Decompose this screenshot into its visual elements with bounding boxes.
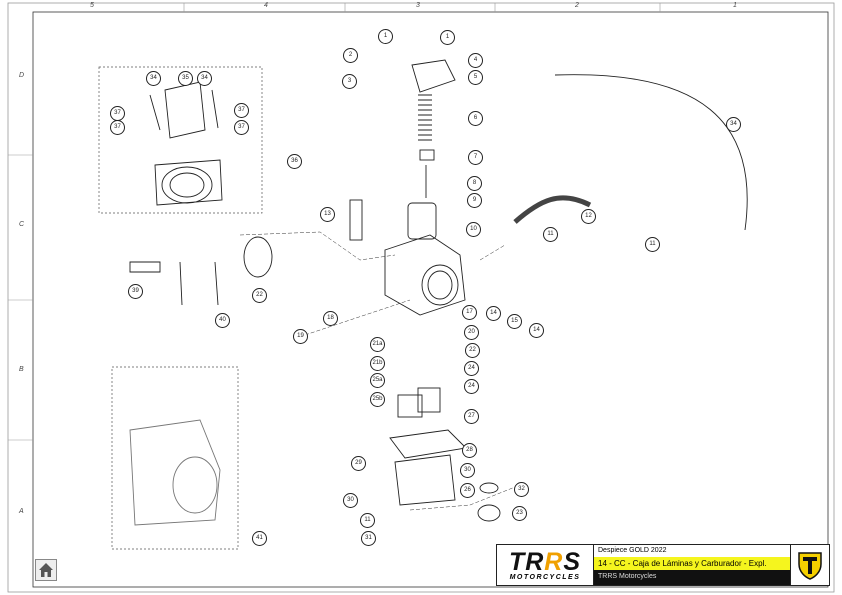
part-callout[interactable]: 1: [378, 29, 393, 44]
grid-ticks: [8, 3, 661, 441]
engine-location-group: [111, 366, 239, 550]
part-callout[interactable]: 12: [581, 209, 596, 224]
logo-main: TRRS: [508, 547, 582, 576]
part-callout[interactable]: 34: [197, 71, 212, 86]
parts-sketches: [129, 59, 748, 526]
grid-row-label: B: [19, 366, 24, 373]
part-callout[interactable]: 30: [343, 493, 358, 508]
document-title: Despiece GOLD 2022: [598, 547, 667, 554]
grid-col-label: 3: [416, 2, 420, 9]
part-callout[interactable]: 23: [512, 506, 527, 521]
part-callout[interactable]: 11: [360, 513, 375, 528]
part-callout[interactable]: 11: [645, 237, 660, 252]
trrs-shield-icon: [790, 545, 829, 585]
part-callout[interactable]: 34: [146, 71, 161, 86]
part-callout[interactable]: 22: [252, 288, 267, 303]
part-callout[interactable]: 20: [464, 325, 479, 340]
part-callout[interactable]: 26: [460, 483, 475, 498]
part-callout[interactable]: 18: [323, 311, 338, 326]
part-callout[interactable]: 7: [468, 150, 483, 165]
part-callout[interactable]: 40: [215, 313, 230, 328]
part-callout[interactable]: 10: [466, 222, 481, 237]
assembly-lines: [239, 231, 521, 511]
title-block: TRRS MOTORCYCLES Despiece GOLD 2022 14 -…: [496, 544, 830, 586]
part-callout[interactable]: 1: [440, 30, 455, 45]
grid-row-label: D: [19, 72, 25, 79]
company-name: TRRS Motorcycles: [594, 570, 790, 585]
part-callout[interactable]: 13: [320, 207, 335, 222]
grid-col-label: 2: [575, 2, 579, 9]
part-callout[interactable]: 21a: [370, 337, 385, 352]
grid-col-label: 1: [733, 2, 737, 9]
part-callout[interactable]: 39: [128, 284, 143, 299]
section-title: 14 - CC - Caja de Láminas y Carburador -…: [594, 557, 790, 570]
part-callout[interactable]: 5: [468, 70, 483, 85]
part-callout[interactable]: 29: [351, 456, 366, 471]
part-callout[interactable]: 37: [234, 103, 249, 118]
part-callout[interactable]: 4: [468, 53, 483, 68]
part-callout[interactable]: 32: [514, 482, 529, 497]
grid-col-label: 4: [264, 2, 268, 9]
part-callout[interactable]: 8: [467, 176, 482, 191]
reed-box-group: [98, 66, 263, 214]
part-callout[interactable]: 37: [234, 120, 249, 135]
part-callout[interactable]: 36: [287, 154, 302, 169]
part-callout[interactable]: 11: [543, 227, 558, 242]
part-callout[interactable]: 34: [726, 117, 741, 132]
part-callout[interactable]: 37: [110, 106, 125, 121]
part-callout[interactable]: 21b: [370, 356, 385, 371]
grid-col-label: 5: [90, 2, 94, 9]
part-callout[interactable]: 31: [361, 531, 376, 546]
home-button[interactable]: [35, 559, 57, 581]
grid-row-label: A: [19, 508, 24, 515]
part-callout[interactable]: 35: [178, 71, 193, 86]
grid-row-label: C: [19, 221, 25, 228]
part-callout[interactable]: 25a: [370, 373, 385, 388]
logo-sub: MOTORCYCLES: [509, 573, 581, 581]
part-callout[interactable]: 2: [343, 48, 358, 63]
outer-border: [7, 2, 835, 593]
part-callout[interactable]: 22: [465, 343, 480, 358]
part-callout[interactable]: 14: [529, 323, 544, 338]
part-callout[interactable]: 25b: [370, 392, 385, 407]
part-callout[interactable]: 15: [507, 314, 522, 329]
part-callout[interactable]: 19: [293, 329, 308, 344]
part-callout[interactable]: 3: [342, 74, 357, 89]
part-callout[interactable]: 41: [252, 531, 267, 546]
part-callout[interactable]: 24: [464, 379, 479, 394]
inner-border: [32, 11, 829, 588]
part-callout[interactable]: 6: [468, 111, 483, 126]
trrs-logo: TRRS MOTORCYCLES: [497, 545, 594, 585]
part-callout[interactable]: 14: [486, 306, 501, 321]
part-callout[interactable]: 28: [462, 443, 477, 458]
part-callout[interactable]: 30: [460, 463, 475, 478]
part-callout[interactable]: 27: [464, 409, 479, 424]
part-callout[interactable]: 37: [110, 120, 125, 135]
part-callout[interactable]: 17: [462, 305, 477, 320]
part-callout[interactable]: 9: [467, 193, 482, 208]
part-callout[interactable]: 24: [464, 361, 479, 376]
home-icon: [39, 563, 53, 577]
